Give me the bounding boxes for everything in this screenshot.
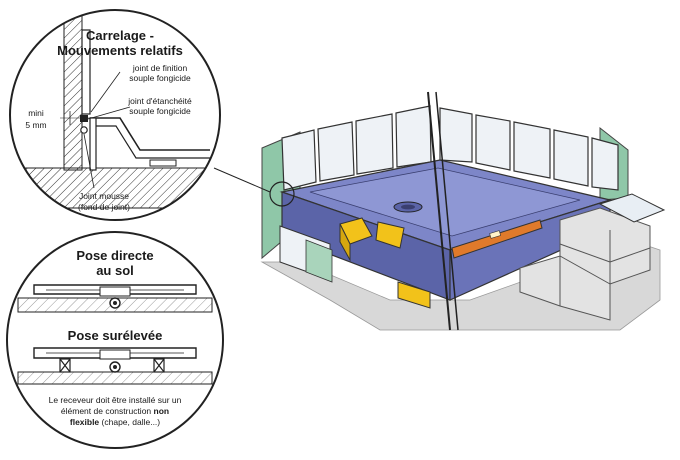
direct-install-title-2: au sol [96, 263, 134, 278]
shower-tray-inner [309, 167, 581, 237]
finish-joint-label-1: joint de finition [132, 63, 188, 73]
seal-joint-label-2: souple fongicide [129, 106, 191, 116]
min-label-2: 5 mm [25, 120, 46, 130]
detail-title-line2: Mouvements relatifs [57, 43, 183, 58]
detail-title-line1: Carrelage - [86, 28, 154, 43]
detail-circle-installation: Pose directe au sol Pose surélevée Le re… [6, 231, 224, 449]
installation-note-3: flexible (chape, dalle...) [70, 417, 160, 427]
spirit-level [451, 219, 543, 259]
front-panel-green [305, 239, 333, 283]
installation-note-3a: flexible [70, 417, 100, 427]
shower-illustration [213, 91, 666, 331]
seal-joint-label-1: joint d'étanchéité [127, 96, 192, 106]
installation-note-2b: non [154, 406, 170, 416]
installation-note-2a: élément de construction [61, 406, 154, 416]
detail-marker [269, 181, 295, 207]
installation-note-3b: (chape, dalle...) [99, 417, 160, 427]
finish-joint-label-2: souple fongicide [129, 73, 191, 83]
foam-joint-label-1: Joint mousse [79, 191, 129, 201]
leveling-wedges [339, 217, 431, 309]
detail-circle-movement: Carrelage - Mouvements relatifs joint de… [9, 9, 221, 221]
leader-line [213, 167, 271, 193]
wall-tiles [281, 105, 619, 191]
installation-note-2: élément de construction non [61, 406, 169, 416]
step-blocks [519, 207, 651, 321]
foam-joint-label-2: (fond de joint) [78, 202, 130, 212]
min-label-1: mini [28, 108, 44, 118]
right-board [598, 193, 666, 223]
raised-install-title: Pose surélevée [68, 328, 163, 343]
cut-line [427, 91, 451, 331]
direct-install-title-1: Pose directe [76, 248, 153, 263]
installation-note-1: Le receveur doit être installé sur un [49, 395, 182, 405]
